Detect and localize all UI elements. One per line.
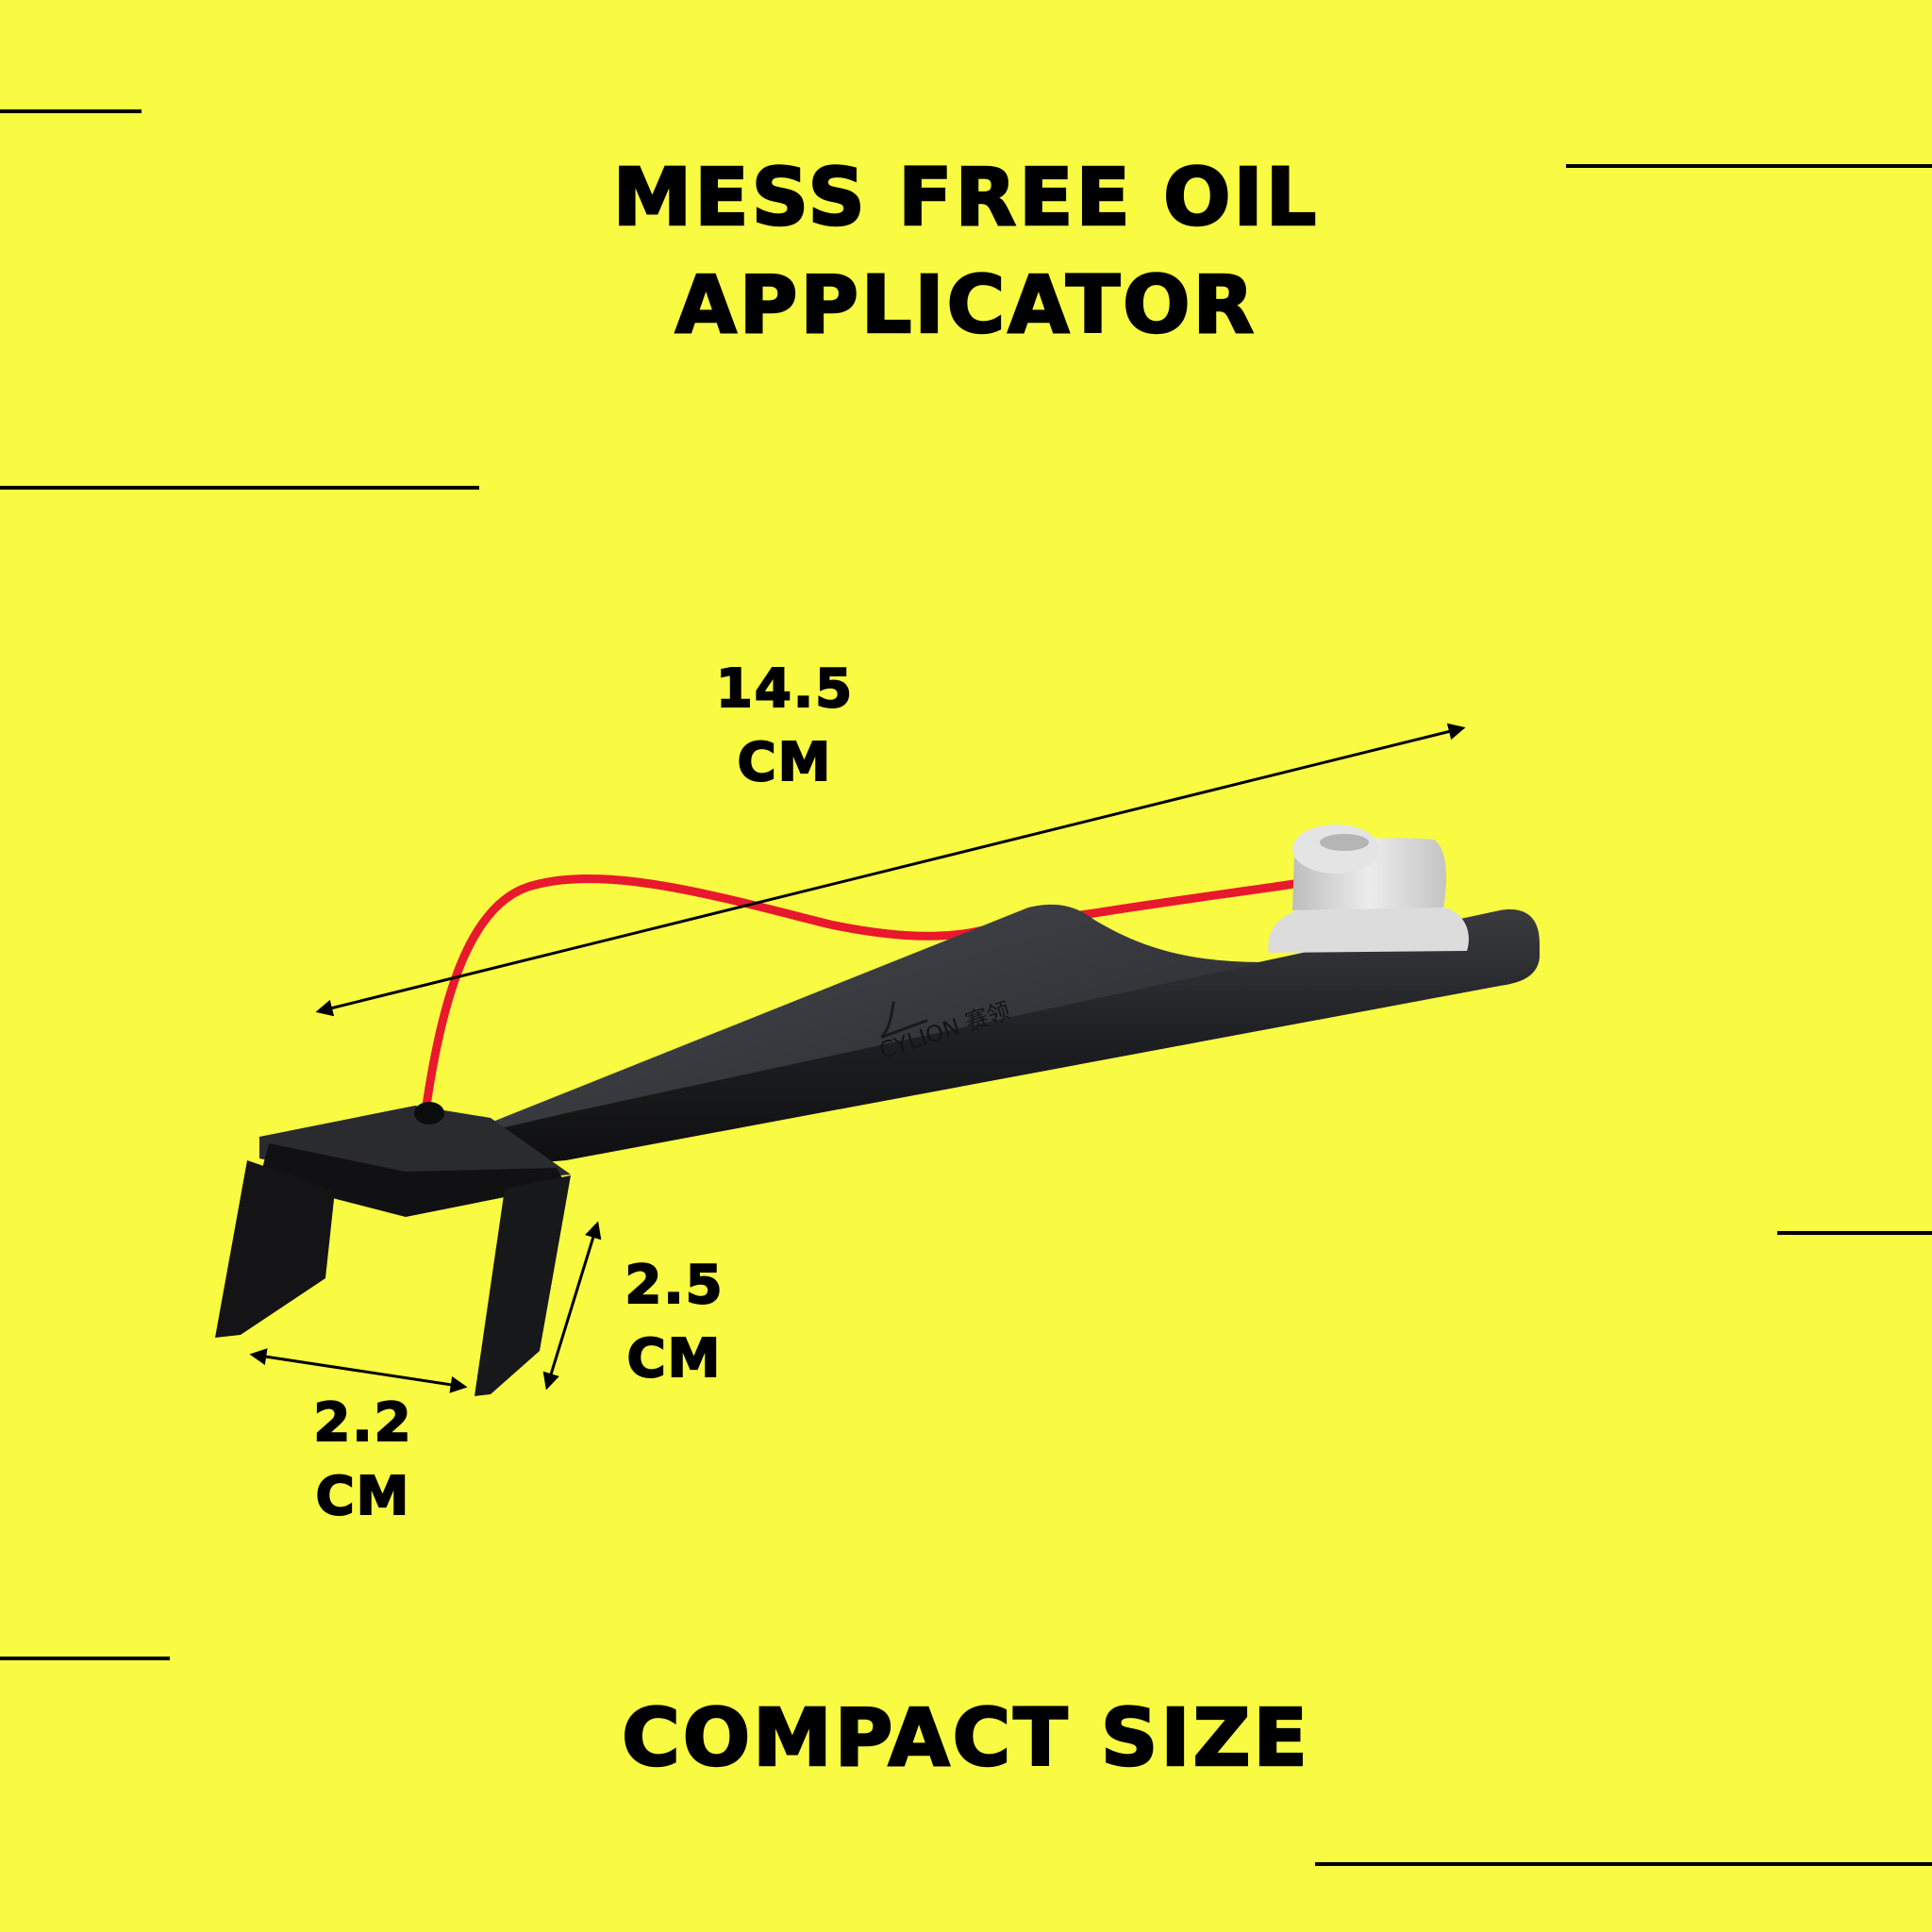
- width-label: 2.2 CM: [264, 1387, 462, 1534]
- height-value: 2.5: [624, 1254, 724, 1317]
- length-value: 14.5: [715, 658, 855, 721]
- divider-line: [1566, 164, 1932, 168]
- divider-line: [1315, 1862, 1932, 1866]
- bracket-leg-left: [215, 1160, 335, 1338]
- headline-line-1: MESS FREE OIL: [611, 150, 1320, 245]
- headline-line-2: APPLICATOR: [675, 258, 1257, 353]
- length-label: 14.5 CM: [672, 653, 898, 800]
- footer-caption: COMPACT SIZE: [621, 1690, 1310, 1786]
- divider-line: [1777, 1231, 1932, 1235]
- width-unit: CM: [315, 1465, 411, 1528]
- tube-connector: [414, 1102, 444, 1124]
- length-arrow: [315, 723, 1466, 1017]
- length-unit: CM: [737, 731, 833, 794]
- divider-line: [0, 486, 479, 490]
- height-unit: CM: [626, 1327, 723, 1391]
- divider-line: [0, 109, 142, 113]
- width-arrow: [249, 1348, 468, 1393]
- divider-line: [0, 1657, 170, 1660]
- width-value: 2.2: [312, 1391, 413, 1455]
- height-arrow: [542, 1221, 602, 1391]
- height-label: 2.5 CM: [575, 1249, 774, 1396]
